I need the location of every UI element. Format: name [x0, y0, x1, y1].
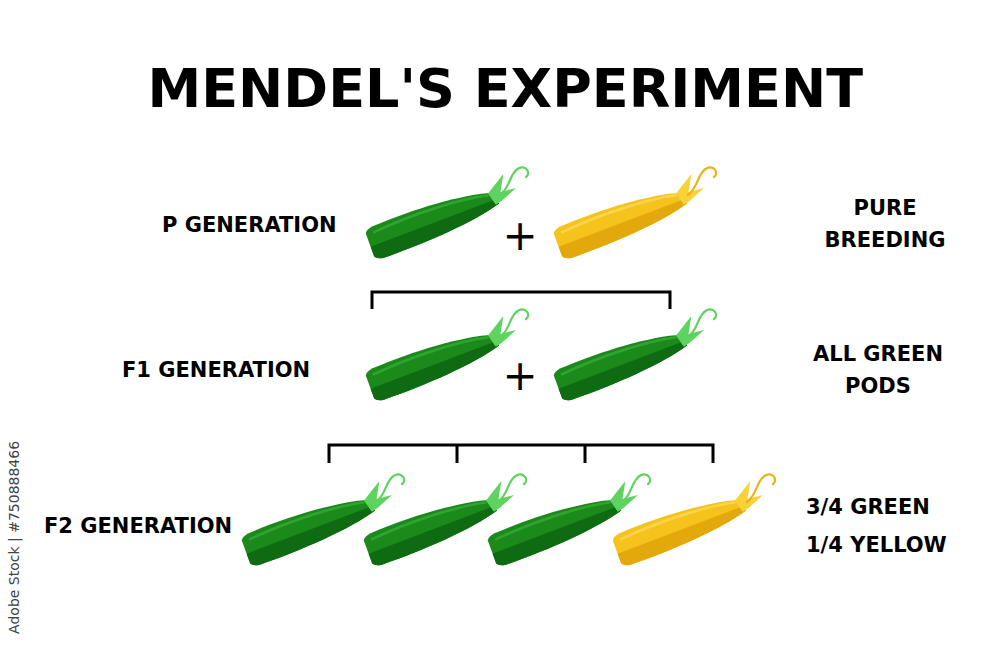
- plus-sign: +: [503, 351, 538, 401]
- green-pod: [363, 166, 539, 261]
- generation-label: F2 GENERATION: [44, 514, 232, 539]
- green-pod: [551, 308, 727, 403]
- diagram-title: MENDEL'S EXPERIMENT: [148, 57, 863, 120]
- ratio-note: 1/4 YELLOW: [806, 533, 947, 558]
- result-note: PURE BREEDING: [805, 192, 965, 256]
- watermark: Adobe Stock | #750888466: [6, 440, 23, 633]
- result-note: ALL GREEN PODS: [803, 338, 953, 402]
- ratio-note: 3/4 GREEN: [806, 495, 930, 520]
- plus-sign: +: [503, 211, 538, 261]
- bracket: [329, 445, 713, 463]
- yellow-pod: [610, 473, 786, 568]
- bracket: [372, 292, 670, 309]
- generation-label: P GENERATION: [162, 213, 337, 238]
- generation-label: F1 GENERATION: [122, 358, 310, 383]
- yellow-pod: [551, 166, 727, 261]
- green-pod: [363, 308, 539, 403]
